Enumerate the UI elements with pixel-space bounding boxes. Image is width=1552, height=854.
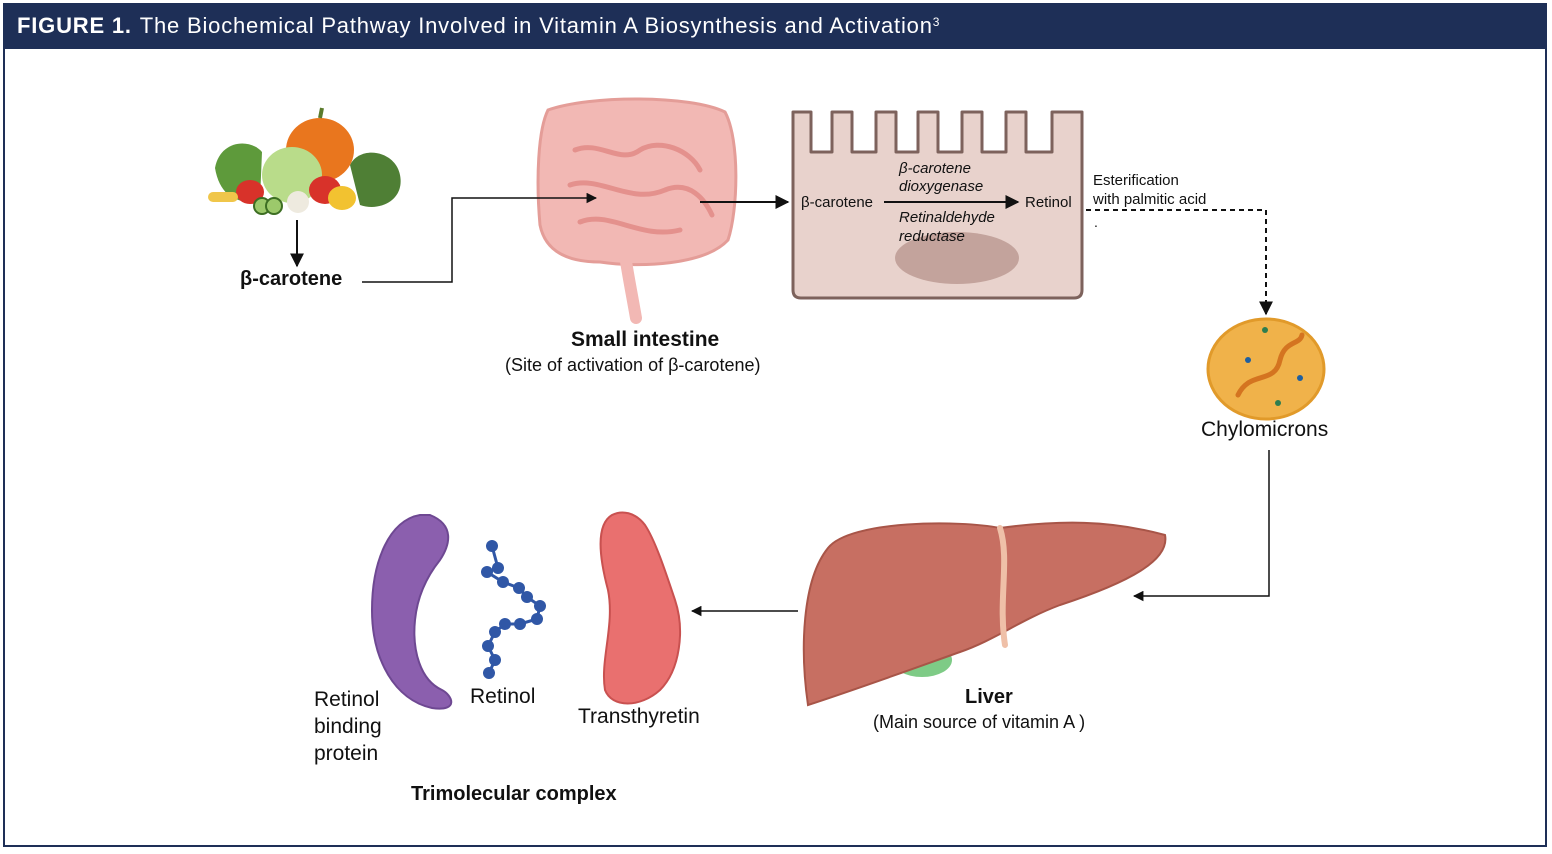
retinol-molecule — [481, 540, 546, 679]
retinol-binding-protein-shape — [370, 514, 453, 710]
vegetables-illustration — [208, 107, 401, 215]
esterification-to-chylomicrons-arrow — [1086, 209, 1273, 316]
enterocyte-substrate-label: β-carotene — [801, 194, 873, 211]
enterocyte-retinol-label: Retinol — [1025, 194, 1072, 211]
beta-carotene-to-intestine-arrow — [362, 192, 598, 283]
esterification-mark: . — [1094, 214, 1098, 230]
enzyme-reductase-line1: Retinaldehyde — [899, 209, 995, 226]
retinol-label: Retinol — [470, 685, 536, 708]
figure-label: FIGURE 1. — [17, 13, 132, 38]
enterocyte-cell — [791, 110, 1084, 300]
liver-label: Liver — [965, 686, 1013, 708]
chylomicrons-to-liver-arrow — [1132, 450, 1270, 602]
figure-reference: 3 — [932, 15, 941, 29]
trimolecular-complex-label: Trimolecular complex — [411, 783, 617, 805]
enzyme-dioxygenase-line1: β-carotene — [899, 160, 971, 177]
rbp-label-line2: binding — [314, 715, 382, 738]
esterification-line1: Esterification — [1093, 172, 1179, 189]
rbp-label-line1: Retinol — [314, 688, 380, 711]
figure-frame — [3, 3, 1547, 847]
small-intestine-illustration — [536, 97, 738, 324]
liver-note: (Main source of vitamin A ) — [873, 712, 1086, 732]
figure-title: The Biochemical Pathway Involved in Vita… — [139, 13, 933, 38]
liver-illustration — [802, 521, 1167, 707]
chylomicrons-label: Chylomicrons — [1201, 418, 1329, 441]
transthyretin-shape — [599, 511, 681, 705]
esterification-line2: with palmitic acid — [1093, 191, 1207, 208]
chylomicron-illustration — [1206, 317, 1326, 421]
beta-carotene-label: β-carotene — [240, 268, 343, 290]
small-intestine-note: (Site of activation of β-carotene) — [505, 355, 761, 375]
enzyme-reductase-line2: reductase — [899, 228, 965, 245]
enzyme-dioxygenase-line2: dioxygenase — [899, 178, 984, 195]
rbp-label-line3: protein — [314, 742, 379, 765]
small-intestine-label: Small intestine — [571, 328, 720, 351]
transthyretin-label: Transthyretin — [578, 705, 700, 728]
figure-header: FIGURE 1. The Biochemical Pathway Involv… — [3, 3, 1547, 49]
